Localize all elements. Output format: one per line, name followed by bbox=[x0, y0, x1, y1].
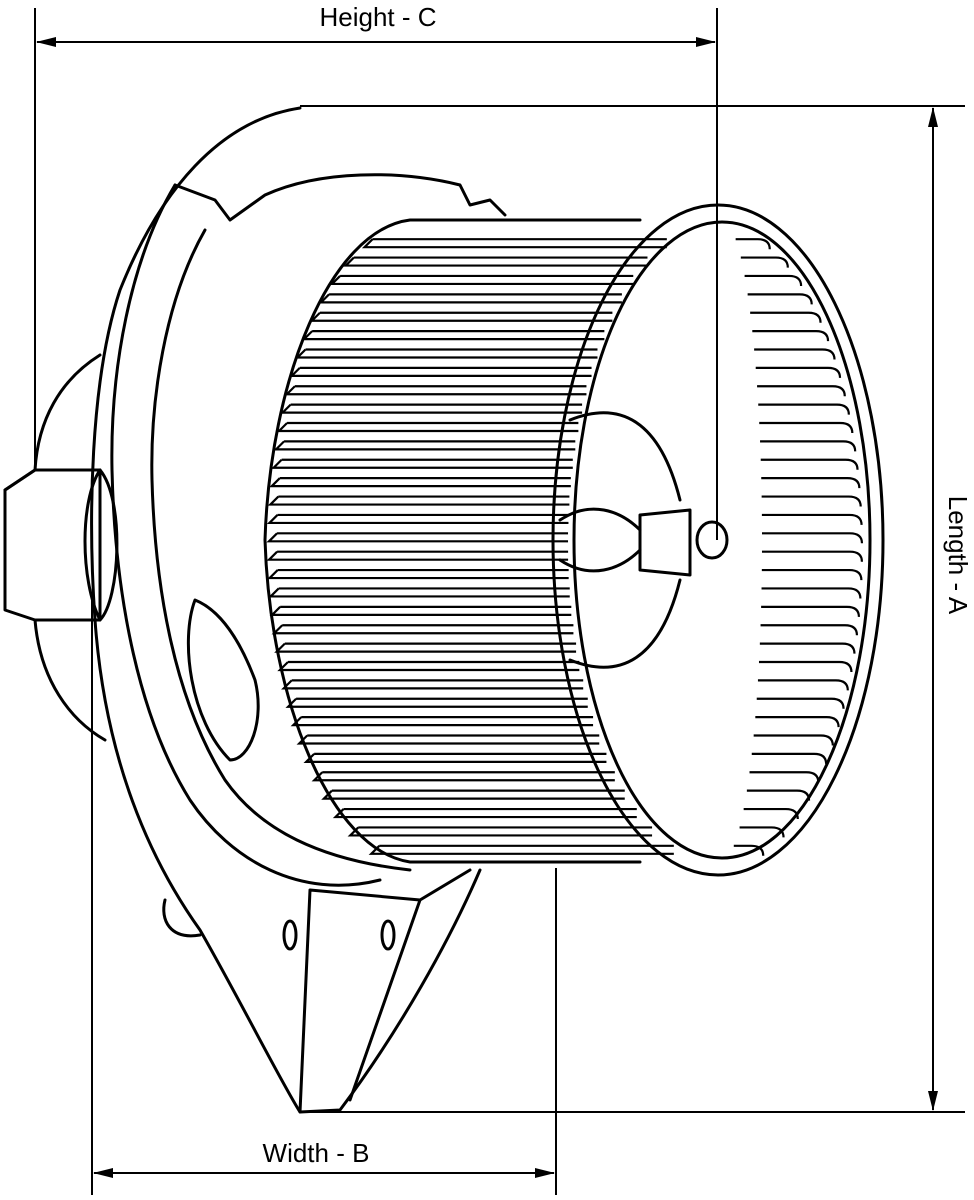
wheel-front-blade bbox=[761, 568, 863, 581]
wheel-blade bbox=[276, 421, 579, 433]
wheel-blade bbox=[296, 734, 600, 745]
wheel-front-blade bbox=[760, 624, 859, 636]
wheel-front-blade bbox=[733, 844, 765, 856]
wheel-front-blade bbox=[761, 495, 862, 507]
dimension-height: Height - C bbox=[34, 2, 718, 540]
wheel-blade bbox=[269, 605, 572, 616]
motor-housing bbox=[3, 106, 507, 1114]
wheel-blade bbox=[266, 568, 569, 580]
wheel-blade bbox=[321, 789, 625, 800]
wheel-blade bbox=[290, 716, 594, 727]
wheel-blade bbox=[361, 238, 667, 249]
wheel-blade bbox=[285, 697, 588, 708]
wheel-blade bbox=[309, 311, 613, 322]
wheel-blade bbox=[271, 624, 574, 635]
dimension-length: Length - A bbox=[300, 105, 973, 1113]
wheel-front-blade bbox=[761, 477, 861, 489]
wheel-front-blade bbox=[757, 385, 846, 397]
wheel-front-blade bbox=[739, 826, 785, 838]
wheel-front-blade bbox=[757, 679, 849, 691]
housing-lug bbox=[162, 898, 202, 938]
housing-flange bbox=[173, 173, 507, 222]
wheel-blade bbox=[289, 366, 592, 377]
wheel-front-blade bbox=[761, 605, 861, 617]
wheel-hub-spokes bbox=[558, 411, 682, 669]
wheel-blade bbox=[368, 844, 674, 855]
wheel-front-blade bbox=[761, 550, 864, 562]
wheel-front-blade bbox=[753, 734, 834, 746]
wheel-blade bbox=[266, 550, 569, 561]
wheel-blade bbox=[274, 642, 577, 653]
wheel-hub bbox=[638, 508, 692, 577]
wheel-front-blade bbox=[761, 532, 864, 544]
wheel-front-ring-inner bbox=[572, 220, 872, 860]
length-label: Length - A bbox=[943, 496, 973, 615]
wheel-front-blade bbox=[761, 513, 863, 525]
wheel-front-blade bbox=[752, 330, 830, 342]
wheel-front-blade bbox=[744, 274, 803, 287]
housing-outer bbox=[90, 106, 482, 1114]
wheel-front-blade bbox=[758, 660, 853, 673]
wheel-front-blade bbox=[758, 403, 850, 415]
mount-hole-left bbox=[282, 919, 298, 951]
wheel-blade bbox=[332, 807, 637, 819]
wheel-blade bbox=[277, 660, 580, 672]
wheel-blade bbox=[270, 458, 573, 469]
wheel-blade bbox=[311, 771, 615, 782]
wheel-blade bbox=[343, 256, 648, 267]
blower-wheel bbox=[263, 203, 885, 877]
wheel-front-blade bbox=[754, 348, 836, 360]
wheel-blade bbox=[267, 495, 570, 506]
wheel-front-blade bbox=[735, 238, 771, 250]
wheel-front-blade bbox=[746, 789, 811, 801]
motor-shaft bbox=[695, 520, 729, 560]
wheel-blade bbox=[329, 274, 634, 286]
wheel-front-blade bbox=[760, 440, 857, 452]
mount-bracket bbox=[298, 868, 472, 1114]
wheel-blade bbox=[269, 477, 571, 488]
motor-can bbox=[3, 353, 107, 742]
wheel-blade bbox=[266, 513, 569, 525]
wheel-front-blade bbox=[761, 587, 862, 599]
wheel-front-blade bbox=[759, 642, 856, 654]
wheel-front-blade bbox=[760, 458, 859, 470]
wheel-front-blade bbox=[743, 807, 799, 820]
width-label: Width - B bbox=[263, 1138, 370, 1168]
wheel-blade bbox=[284, 385, 587, 396]
wheel-blade bbox=[273, 440, 576, 451]
wheel-front-blade bbox=[756, 697, 845, 709]
wheel-blade bbox=[303, 752, 607, 763]
wheel-blade bbox=[266, 532, 569, 543]
wheel-blade bbox=[347, 826, 653, 837]
wheel-front-blade bbox=[755, 716, 840, 728]
wheel-blade bbox=[281, 679, 584, 690]
wheel-front-blade bbox=[740, 256, 789, 268]
height-label: Height - C bbox=[319, 2, 436, 32]
terminal-tab bbox=[186, 598, 260, 762]
wheel-back-edge bbox=[263, 218, 642, 864]
wheel-blade bbox=[279, 403, 583, 414]
wheel-front-blade bbox=[749, 771, 820, 783]
mount-hole-right bbox=[380, 919, 396, 951]
housing-inner-rim bbox=[150, 228, 412, 872]
housing-rim bbox=[110, 183, 382, 887]
wheel-front-blade bbox=[755, 366, 842, 378]
dimension-width: Width - B bbox=[91, 600, 557, 1195]
wheel-front-blade bbox=[759, 421, 854, 434]
wheel-front-blade bbox=[751, 752, 828, 764]
wheel-front-blade bbox=[750, 311, 822, 323]
wheel-blade bbox=[294, 348, 598, 359]
wheel-blade bbox=[268, 587, 570, 598]
wheel-front-blade bbox=[747, 293, 813, 305]
wheel-blade bbox=[301, 330, 605, 341]
wheel-blade bbox=[318, 293, 622, 304]
housing-side-plate bbox=[83, 468, 119, 622]
